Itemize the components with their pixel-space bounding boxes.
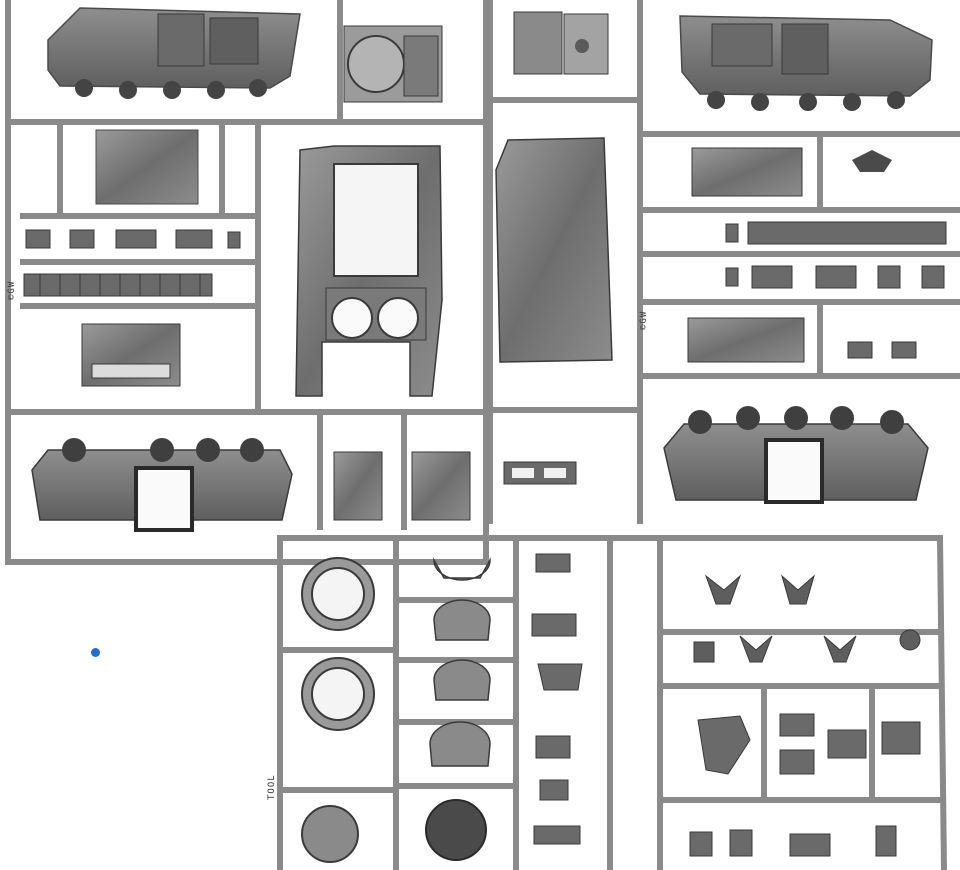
hull-roof-plate xyxy=(295,145,443,397)
side-panel xyxy=(691,147,803,197)
hatch-plate xyxy=(343,25,443,103)
marker-dot xyxy=(91,648,100,657)
hull-side-top-right xyxy=(679,15,933,111)
right-sprue-frame xyxy=(637,0,960,524)
small-brackets xyxy=(847,341,917,359)
dome-part xyxy=(425,799,487,861)
bottom-vertical-code: TOOL xyxy=(267,774,277,800)
hull-front-left xyxy=(31,438,293,532)
hull-front-right xyxy=(663,406,929,504)
shoulder-pads xyxy=(429,559,491,767)
bottom-sprue-frame xyxy=(277,535,947,870)
rear-panel xyxy=(687,317,805,363)
leg-parts xyxy=(689,825,897,857)
left-vertical-copyright: ©GW xyxy=(7,281,17,300)
eagle-emblem xyxy=(852,150,892,172)
vision-slits xyxy=(503,461,577,485)
small-box-right xyxy=(411,451,471,521)
arm-parts xyxy=(693,574,921,663)
track-links-short xyxy=(25,229,241,249)
weapon-parts xyxy=(531,553,583,845)
left-sprue-frame xyxy=(5,0,489,565)
control-panel xyxy=(513,11,609,75)
hull-side-top-left xyxy=(47,7,301,99)
hatch-rings xyxy=(301,557,375,863)
right-vertical-copyright: ©GW xyxy=(639,311,649,330)
track-links-long xyxy=(23,273,213,297)
engine-block xyxy=(81,323,181,387)
track-links-long-right xyxy=(725,221,947,245)
small-box-left xyxy=(333,451,383,521)
track-links-short-right xyxy=(725,265,945,289)
torso-parts xyxy=(697,713,921,775)
small-panel xyxy=(95,129,199,205)
middle-sprue-frame xyxy=(487,0,640,524)
large-floor-plate xyxy=(495,137,613,363)
